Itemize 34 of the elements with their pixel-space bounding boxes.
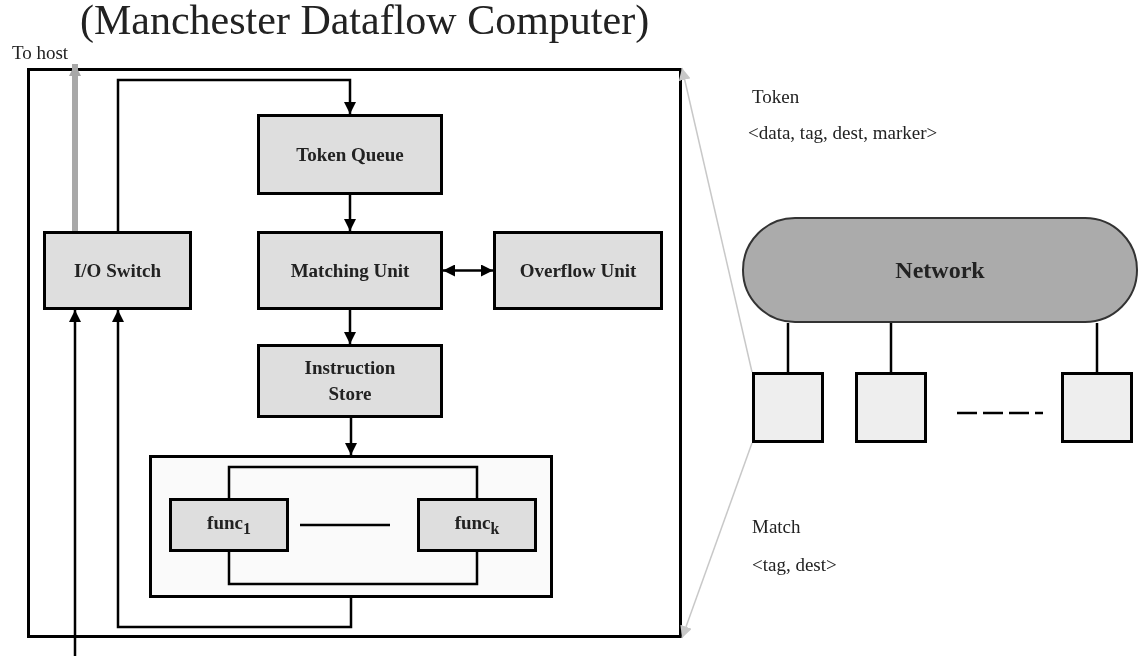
double-arrow xyxy=(443,264,493,277)
processing-element-box xyxy=(855,372,927,443)
arrow xyxy=(344,195,356,231)
connector-line xyxy=(227,552,479,586)
arrow xyxy=(69,310,81,656)
arrow xyxy=(344,310,356,344)
annotation-text: Match xyxy=(752,516,801,538)
network-pill: Network xyxy=(742,217,1138,323)
function-units-box xyxy=(149,455,553,598)
process-box: func$_{1}$ xyxy=(169,498,289,552)
annotation-text: <data, tag, dest, marker> xyxy=(748,122,938,144)
process-box: I/O Switch xyxy=(43,231,192,310)
process-box: Instruction Store xyxy=(257,344,443,418)
processing-element-box xyxy=(752,372,824,443)
arrow xyxy=(678,67,753,373)
process-box: Overflow Unit xyxy=(493,231,663,310)
arrow xyxy=(69,64,81,231)
arrow xyxy=(345,418,357,455)
arrow xyxy=(116,78,356,231)
arrow xyxy=(112,310,353,629)
annotation-text: Token xyxy=(752,86,800,108)
process-box: Matching Unit xyxy=(257,231,443,310)
annotation-text: <tag, dest> xyxy=(752,554,837,576)
diagram-title: (Manchester Dataflow Computer) xyxy=(80,0,650,44)
connector-line xyxy=(786,323,790,372)
arrow xyxy=(680,442,753,639)
connector-line xyxy=(227,465,479,498)
connector-line xyxy=(889,323,893,372)
processing-element-frame xyxy=(27,68,682,638)
connector-line xyxy=(1095,323,1099,372)
process-box: func$_{k}$ xyxy=(417,498,537,552)
host-label: To host xyxy=(8,42,72,64)
processing-element-box xyxy=(1061,372,1133,443)
process-box: Token Queue xyxy=(257,114,443,195)
